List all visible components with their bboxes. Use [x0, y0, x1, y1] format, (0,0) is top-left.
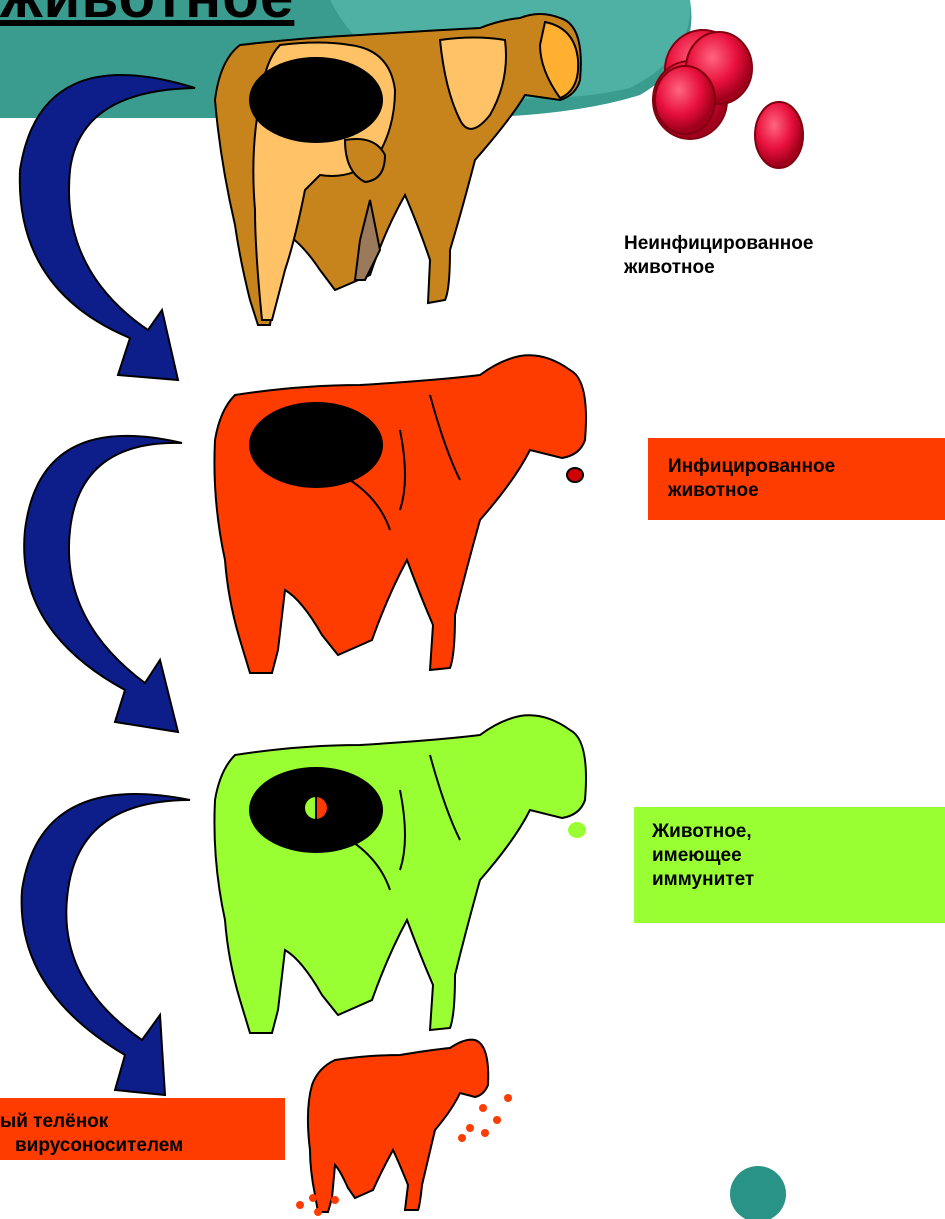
- cow-infected: [214, 355, 586, 673]
- calf-carrier: [308, 1040, 488, 1212]
- label-immune-line1: Животное,: [652, 820, 945, 844]
- arrow-1: [20, 75, 195, 380]
- label-calf-carrier: ый телёнок вирусоносителем: [0, 1098, 285, 1160]
- label-immune-line2: имеющее: [652, 844, 945, 868]
- label-infected-line1: Инфицированное: [668, 455, 945, 479]
- label-uninfected-line2: животное: [624, 256, 813, 280]
- label-uninfected-line1: Неинфицированное: [624, 232, 813, 256]
- teal-decor-circle: [730, 1166, 786, 1219]
- label-uninfected: Неинфицированное животное: [624, 232, 813, 280]
- label-infected-line2: животное: [668, 479, 945, 503]
- label-immune-line3: иммунитет: [652, 868, 945, 892]
- cow-immune: [214, 715, 586, 1033]
- virus-particles: [653, 30, 803, 168]
- label-immune: Животное, имеющее иммунитет: [634, 807, 945, 923]
- arrow-3: [22, 794, 190, 1095]
- label-calf-line2: вирусоносителем: [0, 1134, 285, 1158]
- label-infected: Инфицированное животное: [648, 438, 945, 520]
- arrow-2: [24, 436, 182, 732]
- page-title: животное: [0, 0, 294, 31]
- label-calf-line1: ый телёнок: [0, 1110, 285, 1134]
- cow-uninfected: [215, 14, 581, 325]
- transition-arrows: [20, 75, 195, 1095]
